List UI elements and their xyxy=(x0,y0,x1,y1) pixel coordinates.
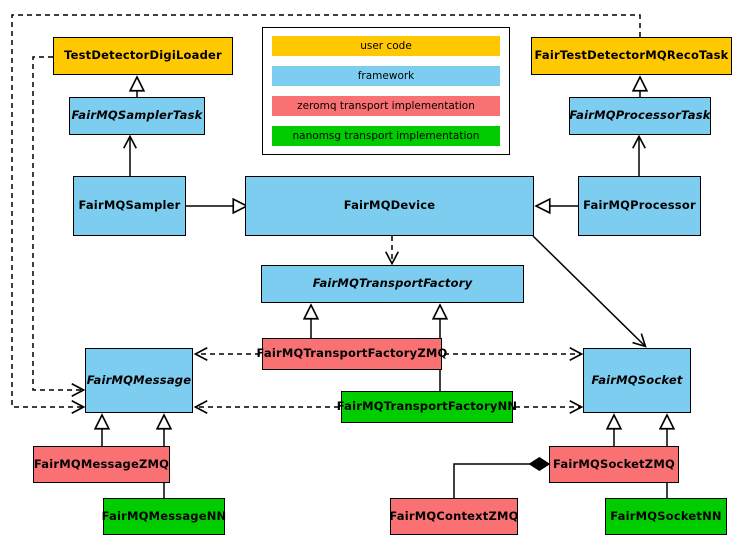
edge-recotask-message xyxy=(11,14,641,414)
class-box-FairMQSamplerTask[interactable]: FairMQSamplerTask xyxy=(69,97,205,135)
legend-label-zeromq: zeromq transport implementation xyxy=(297,100,475,112)
edge-digiloader-message xyxy=(32,56,86,397)
class-box-FairMQProcessorTask[interactable]: FairMQProcessorTask xyxy=(569,97,711,135)
class-box-FairMQTransportFactoryNN[interactable]: FairMQTransportFactoryNN xyxy=(337,391,517,423)
edge-device-socket xyxy=(532,235,647,348)
legend-label-nanomsg: nanomsg transport implementation xyxy=(292,130,480,142)
class-box-FairMQSocket[interactable]: FairMQSocket xyxy=(583,348,691,413)
legend-item-user: user code xyxy=(272,36,500,56)
class-box-FairMQMessageZMQ[interactable]: FairMQMessageZMQ xyxy=(33,446,170,483)
class-box-TestDetectorDigiLoader[interactable]: TestDetectorDigiLoader xyxy=(53,37,233,75)
class-box-FairMQSocketZMQ[interactable]: FairMQSocketZMQ xyxy=(549,446,679,483)
legend-label-user: user code xyxy=(360,40,412,52)
legend-item-zeromq: zeromq transport implementation xyxy=(272,96,500,116)
legend-label-framework: framework xyxy=(357,70,415,82)
legend-item-framework: framework xyxy=(272,66,500,86)
legend-item-nanomsg: nanomsg transport implementation xyxy=(272,126,500,146)
edge-socketzmq-contextzmq xyxy=(453,456,551,498)
class-box-FairMQMessageNN[interactable]: FairMQMessageNN xyxy=(102,498,226,535)
class-box-FairMQMessage[interactable]: FairMQMessage xyxy=(85,348,193,413)
class-box-FairMQSampler[interactable]: FairMQSampler xyxy=(73,176,186,236)
class-box-FairMQTransportFactory[interactable]: FairMQTransportFactory xyxy=(261,265,524,303)
class-box-FairTestDetectorMQRecoTask[interactable]: FairTestDetectorMQRecoTask xyxy=(531,37,732,75)
class-box-FairMQSocketNN[interactable]: FairMQSocketNN xyxy=(605,498,727,535)
class-box-FairMQDevice[interactable]: FairMQDevice xyxy=(245,176,534,236)
class-box-FairMQTransportFactoryZMQ[interactable]: FairMQTransportFactoryZMQ xyxy=(257,338,447,370)
legend-box: user code framework zeromq transport imp… xyxy=(262,27,510,155)
class-box-FairMQContextZMQ[interactable]: FairMQContextZMQ xyxy=(389,498,518,535)
class-box-FairMQProcessor[interactable]: FairMQProcessor xyxy=(578,176,701,236)
